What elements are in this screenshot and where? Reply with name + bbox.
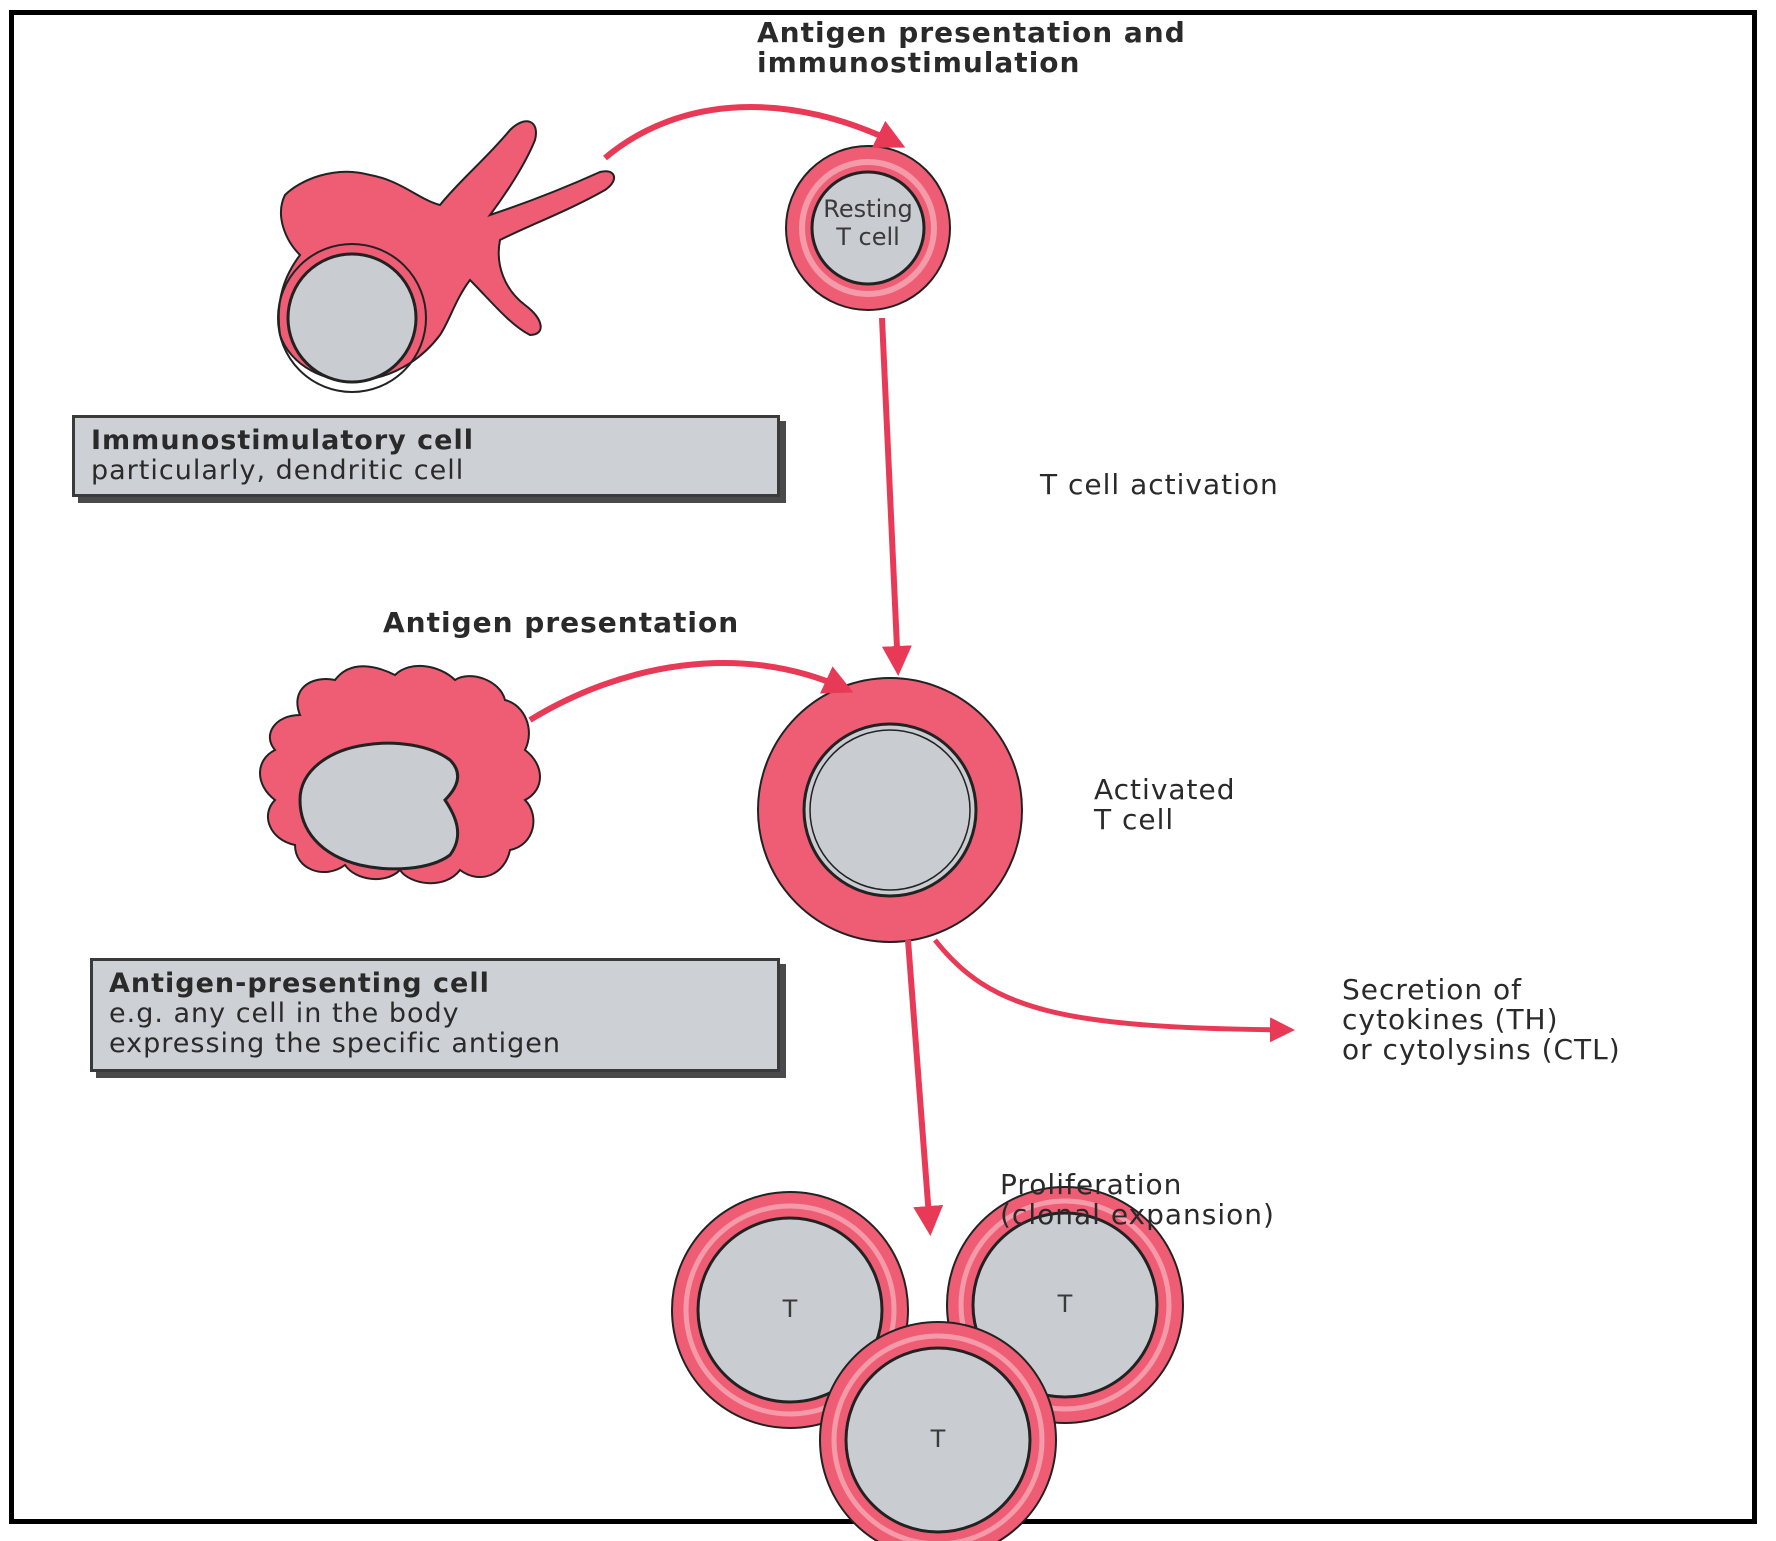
box-subtitle: particularly, dendritic cell [91,455,465,486]
t-cell-right-label: T [1057,1290,1073,1318]
label-line: Proliferation [1000,1168,1183,1201]
box-title: Antigen-presenting cell [109,968,490,999]
box-line: e.g. any cell in the body [109,998,460,1029]
label-line: (clonal expansion) [1000,1198,1275,1231]
label-line: or cytolysins (CTL) [1342,1033,1621,1066]
arrow-immunostimulation [603,104,906,161]
t-cell-left-label: T [782,1295,798,1323]
t-cell-bottom [819,1321,1057,1541]
label-line: Antigen presentation and [757,16,1186,49]
dendritic-cell-nucleus [286,252,418,384]
label-line: T cell activation [1040,468,1279,501]
dendritic-cell [277,120,615,393]
label-antigen-presentation: Antigen presentation [383,608,739,638]
label-line: Activated [1094,773,1236,806]
label-line: Resting [823,195,913,223]
antigen-presenting-cell-box: Antigen-presenting cell e.g. any cell in… [90,958,780,1072]
resting-t-cell-label: Resting T cell [798,195,938,251]
arrow-secretion [933,938,1295,1043]
arrow-t-cell-activation [879,317,912,676]
t-cell-bottom-label: T [930,1425,946,1453]
immunostimulatory-cell-box: Immunostimulatory cell particularly, den… [72,415,780,497]
arrow-proliferation [905,939,944,1236]
label-t-cell-activation: T cell activation [1040,470,1279,500]
resting-t-cell [785,145,951,311]
activated-t-cell [757,677,1023,943]
label-line: cytokines (TH) [1342,1003,1559,1036]
arrow-antigen-presentation [528,660,854,723]
label-proliferation: Proliferation (clonal expansion) [1000,1170,1275,1230]
label-line: Secretion of [1342,973,1523,1006]
label-secretion: Secretion of cytokines (TH) or cytolysin… [1342,975,1621,1065]
label-activated-t-cell: Activated T cell [1094,775,1236,835]
label-line: T cell [836,223,900,251]
apc-nucleus [298,741,460,871]
label-antigen-immunostimulation: Antigen presentation and immunostimulati… [757,18,1186,78]
antigen-presenting-cell [259,664,541,885]
label-line: Antigen presentation [383,606,740,639]
box-line: expressing the specific antigen [109,1028,561,1059]
box-title: Immunostimulatory cell [91,425,474,456]
label-line: T cell [1094,803,1175,836]
label-line: immunostimulation [757,46,1081,79]
